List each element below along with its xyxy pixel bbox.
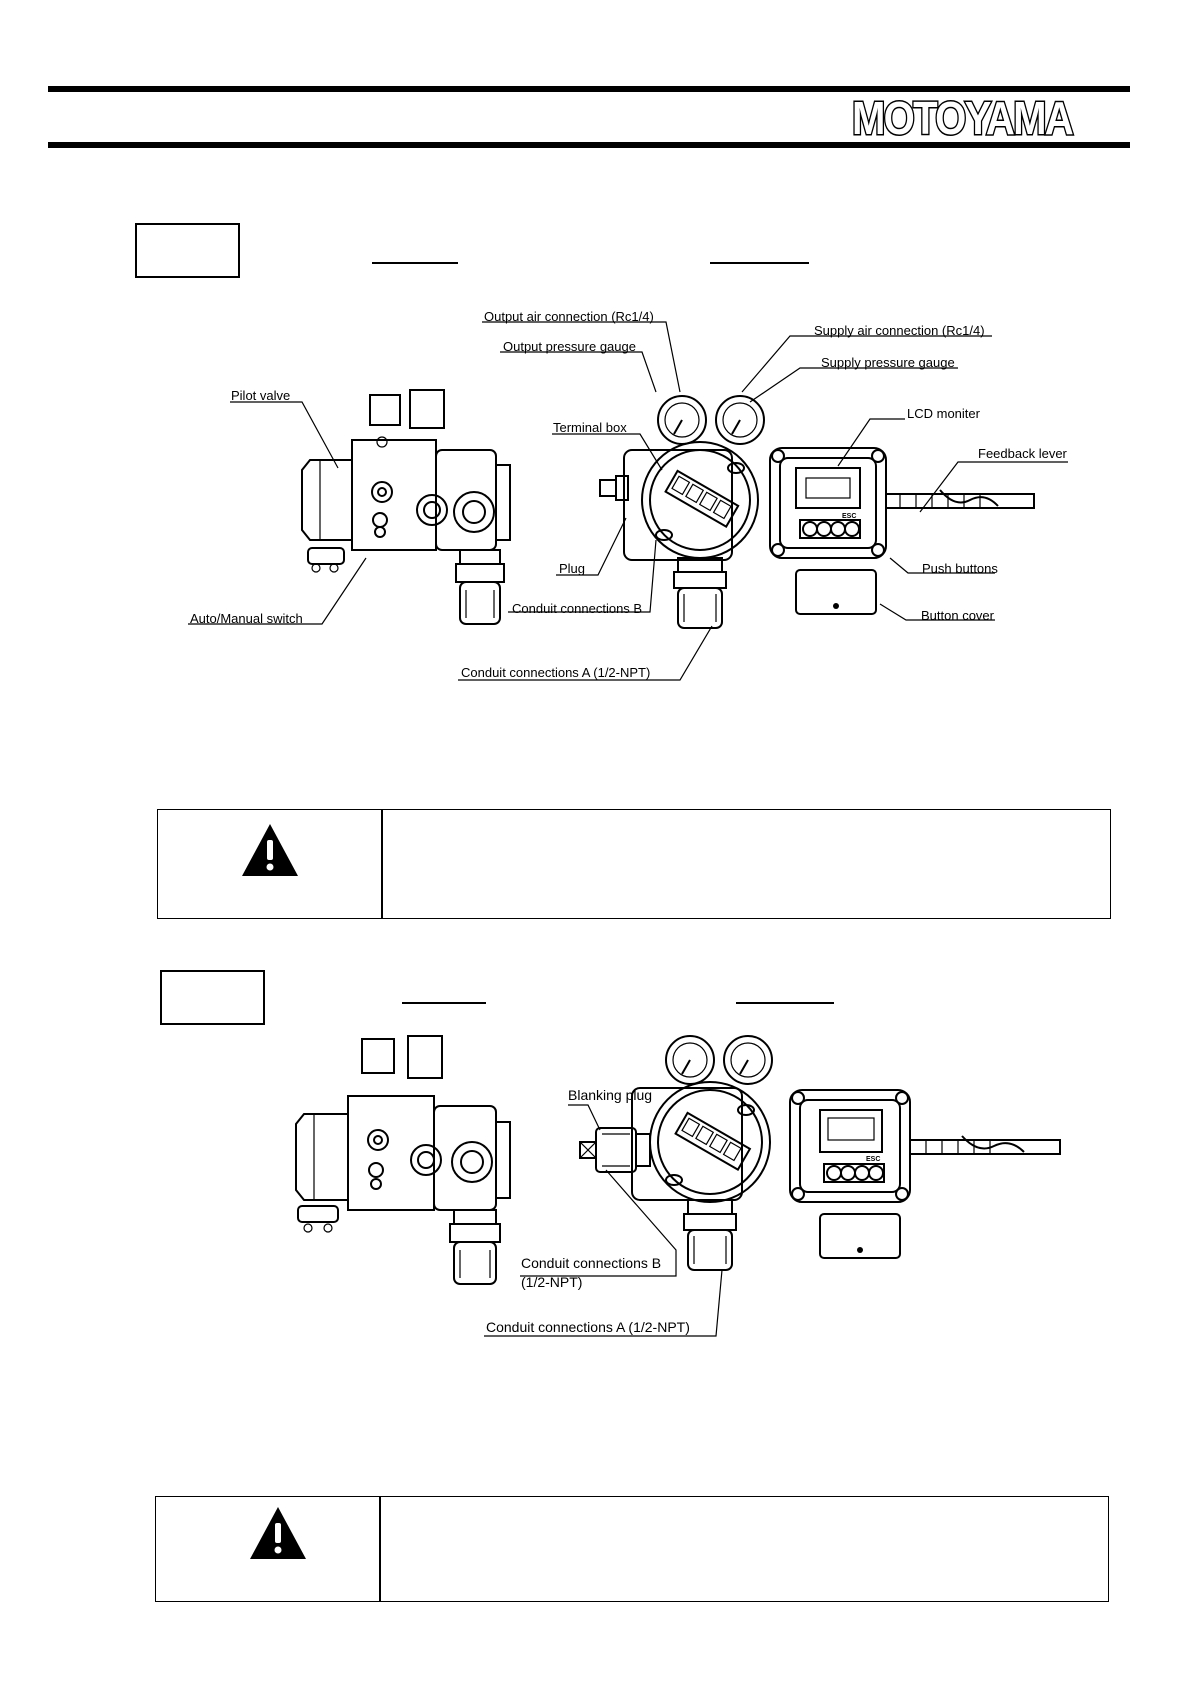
warning-box-2	[155, 1496, 1109, 1602]
figure-1-caption-underline-right	[710, 262, 809, 264]
figure-1-esc-mark: ESC	[842, 513, 856, 520]
warning-box-2-divider	[379, 1497, 381, 1601]
figure-2-caption-underline-right	[736, 1002, 834, 1004]
figure-1-number-box	[135, 223, 240, 278]
label-plug: Plug	[559, 561, 586, 576]
label-button-cover: Button cover	[921, 608, 994, 623]
label-supply-air-connection: Supply air connection (Rc1/4)	[814, 323, 985, 338]
figure-1-caption-underline-left	[372, 262, 458, 264]
header-rule-top	[48, 86, 1130, 92]
label-conduit-connections-a-2: Conduit connections A (1/2-NPT)	[486, 1319, 690, 1335]
label-conduit-connections-a: Conduit connections A (1/2-NPT)	[461, 665, 651, 680]
svg-text:MOTOYAMA: MOTOYAMA	[852, 92, 1073, 144]
label-lcd-monitor: LCD moniter	[907, 406, 980, 421]
warning-box-1-divider	[381, 810, 383, 918]
label-conduit-connections-b-2-line2: (1/2-NPT)	[521, 1274, 583, 1290]
svg-text:MOTOYAMA: MOTOYAMA	[852, 92, 1073, 144]
label-conduit-connections-b: Conduit connections B	[512, 601, 643, 616]
figure-2-caption-underline-left	[402, 1002, 486, 1004]
label-supply-pressure-gauge: Supply pressure gauge	[821, 355, 955, 370]
figure-1-front-view-drawing: ESC	[599, 395, 1035, 629]
label-output-air-connection: Output air connection (Rc1/4)	[484, 309, 654, 324]
warning-triangle-icon	[242, 824, 298, 876]
figure-2-front-view-drawing: ESC	[579, 1035, 1061, 1271]
label-feedback-lever: Feedback lever	[978, 446, 1067, 461]
warning-triangle-icon	[250, 1507, 306, 1559]
label-terminal-box: Terminal box	[553, 420, 627, 435]
motoyama-logo: MOTOYAMA MOTOYAMA	[851, 91, 1077, 146]
label-blanking-plug: Blanking plug	[568, 1087, 653, 1103]
figure-2-esc-mark: ESC	[866, 1156, 880, 1163]
figure-2-number-box	[160, 970, 265, 1025]
figure-2-side-view-drawing	[295, 1035, 511, 1285]
label-push-buttons: Push buttons	[922, 561, 998, 576]
figure-2-leader-lines	[484, 1104, 723, 1337]
header-rule-bottom	[48, 142, 1130, 148]
label-conduit-connections-b-2-line1: Conduit connections B	[521, 1255, 662, 1271]
label-output-pressure-gauge: Output pressure gauge	[503, 339, 636, 354]
label-auto-manual-switch: Auto/Manual switch	[190, 611, 303, 626]
label-pilot-valve: Pilot valve	[231, 388, 291, 403]
warning-box-1	[157, 809, 1111, 919]
figure-1-leader-lines	[188, 321, 1068, 681]
figure-1-side-view-drawing	[301, 389, 511, 625]
